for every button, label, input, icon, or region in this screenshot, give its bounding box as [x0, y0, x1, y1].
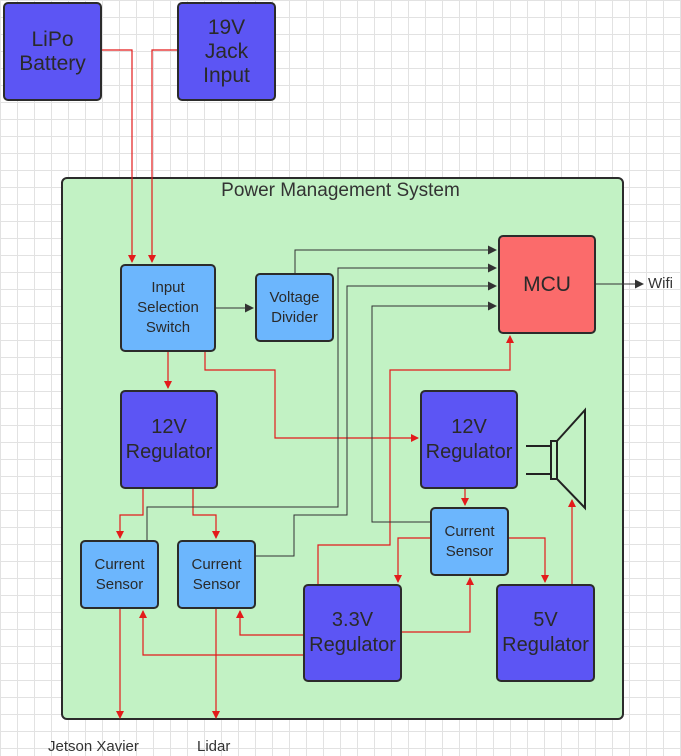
input-selection-switch-block: Input Selection Switch	[120, 264, 216, 352]
wire-reg33-to-mcu	[317, 335, 514, 584]
current-sensor-right-block: Current Sensor	[430, 507, 509, 576]
wire-cs-right-to-reg5	[509, 537, 549, 583]
mcu-block: MCU	[498, 235, 596, 334]
jack-input-block: 19V Jack Input	[177, 2, 276, 101]
current-sensor-left-block: Current Sensor	[80, 540, 159, 609]
regulator-12v-left-block: 12V Regulator	[120, 390, 218, 489]
regulator-3v3-block: 3.3V Regulator	[303, 584, 402, 682]
wire-reg33-to-cs-right	[402, 577, 474, 633]
signal-cs-left-to-mcu	[146, 263, 497, 540]
wifi-output-label: Wifi	[648, 275, 673, 292]
diagram-title: Power Management System	[221, 180, 460, 201]
wire-battery-to-switch	[102, 49, 136, 263]
wire-switch-to-reg12-right	[204, 352, 419, 442]
lidar-output-label: Lidar	[197, 738, 231, 755]
wire-reg33-to-cs-mid	[236, 610, 303, 636]
wire-reg12-left-to-cs-left	[116, 489, 144, 539]
current-sensor-middle-block: Current Sensor	[177, 540, 256, 609]
wire-cs-right-to-reg33	[394, 537, 430, 583]
signal-cs-mid-to-mcu	[256, 281, 497, 557]
wire-reg33-to-cs-left	[139, 610, 303, 656]
speaker-icon	[526, 407, 586, 511]
wire-jack-to-switch	[148, 49, 177, 263]
voltage-divider-block: Voltage Divider	[255, 273, 334, 342]
jetson-xavier-output-label: Jetson Xavier	[48, 738, 139, 755]
lipo-battery-block: LiPo Battery	[3, 2, 102, 101]
wire-reg12-left-to-cs-mid	[192, 489, 220, 539]
regulator-12v-right-block: 12V Regulator	[420, 390, 518, 489]
regulator-5v-block: 5V Regulator	[496, 584, 595, 682]
signal-divider-to-mcu	[294, 245, 497, 273]
signal-cs-right-to-mcu	[371, 301, 497, 523]
